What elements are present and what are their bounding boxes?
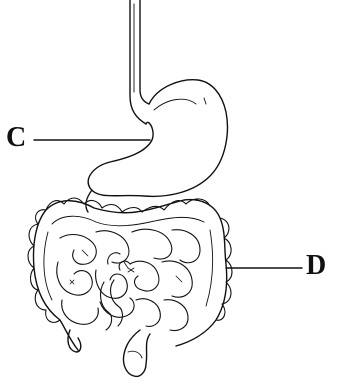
label-d: D [306,252,326,280]
appendix [68,330,81,352]
large-intestine [34,200,227,350]
rectum [123,330,150,376]
label-c: C [6,124,26,152]
small-intestine [57,229,200,330]
stomach [88,80,227,197]
esophagus [140,0,149,104]
esophagus [130,0,146,124]
